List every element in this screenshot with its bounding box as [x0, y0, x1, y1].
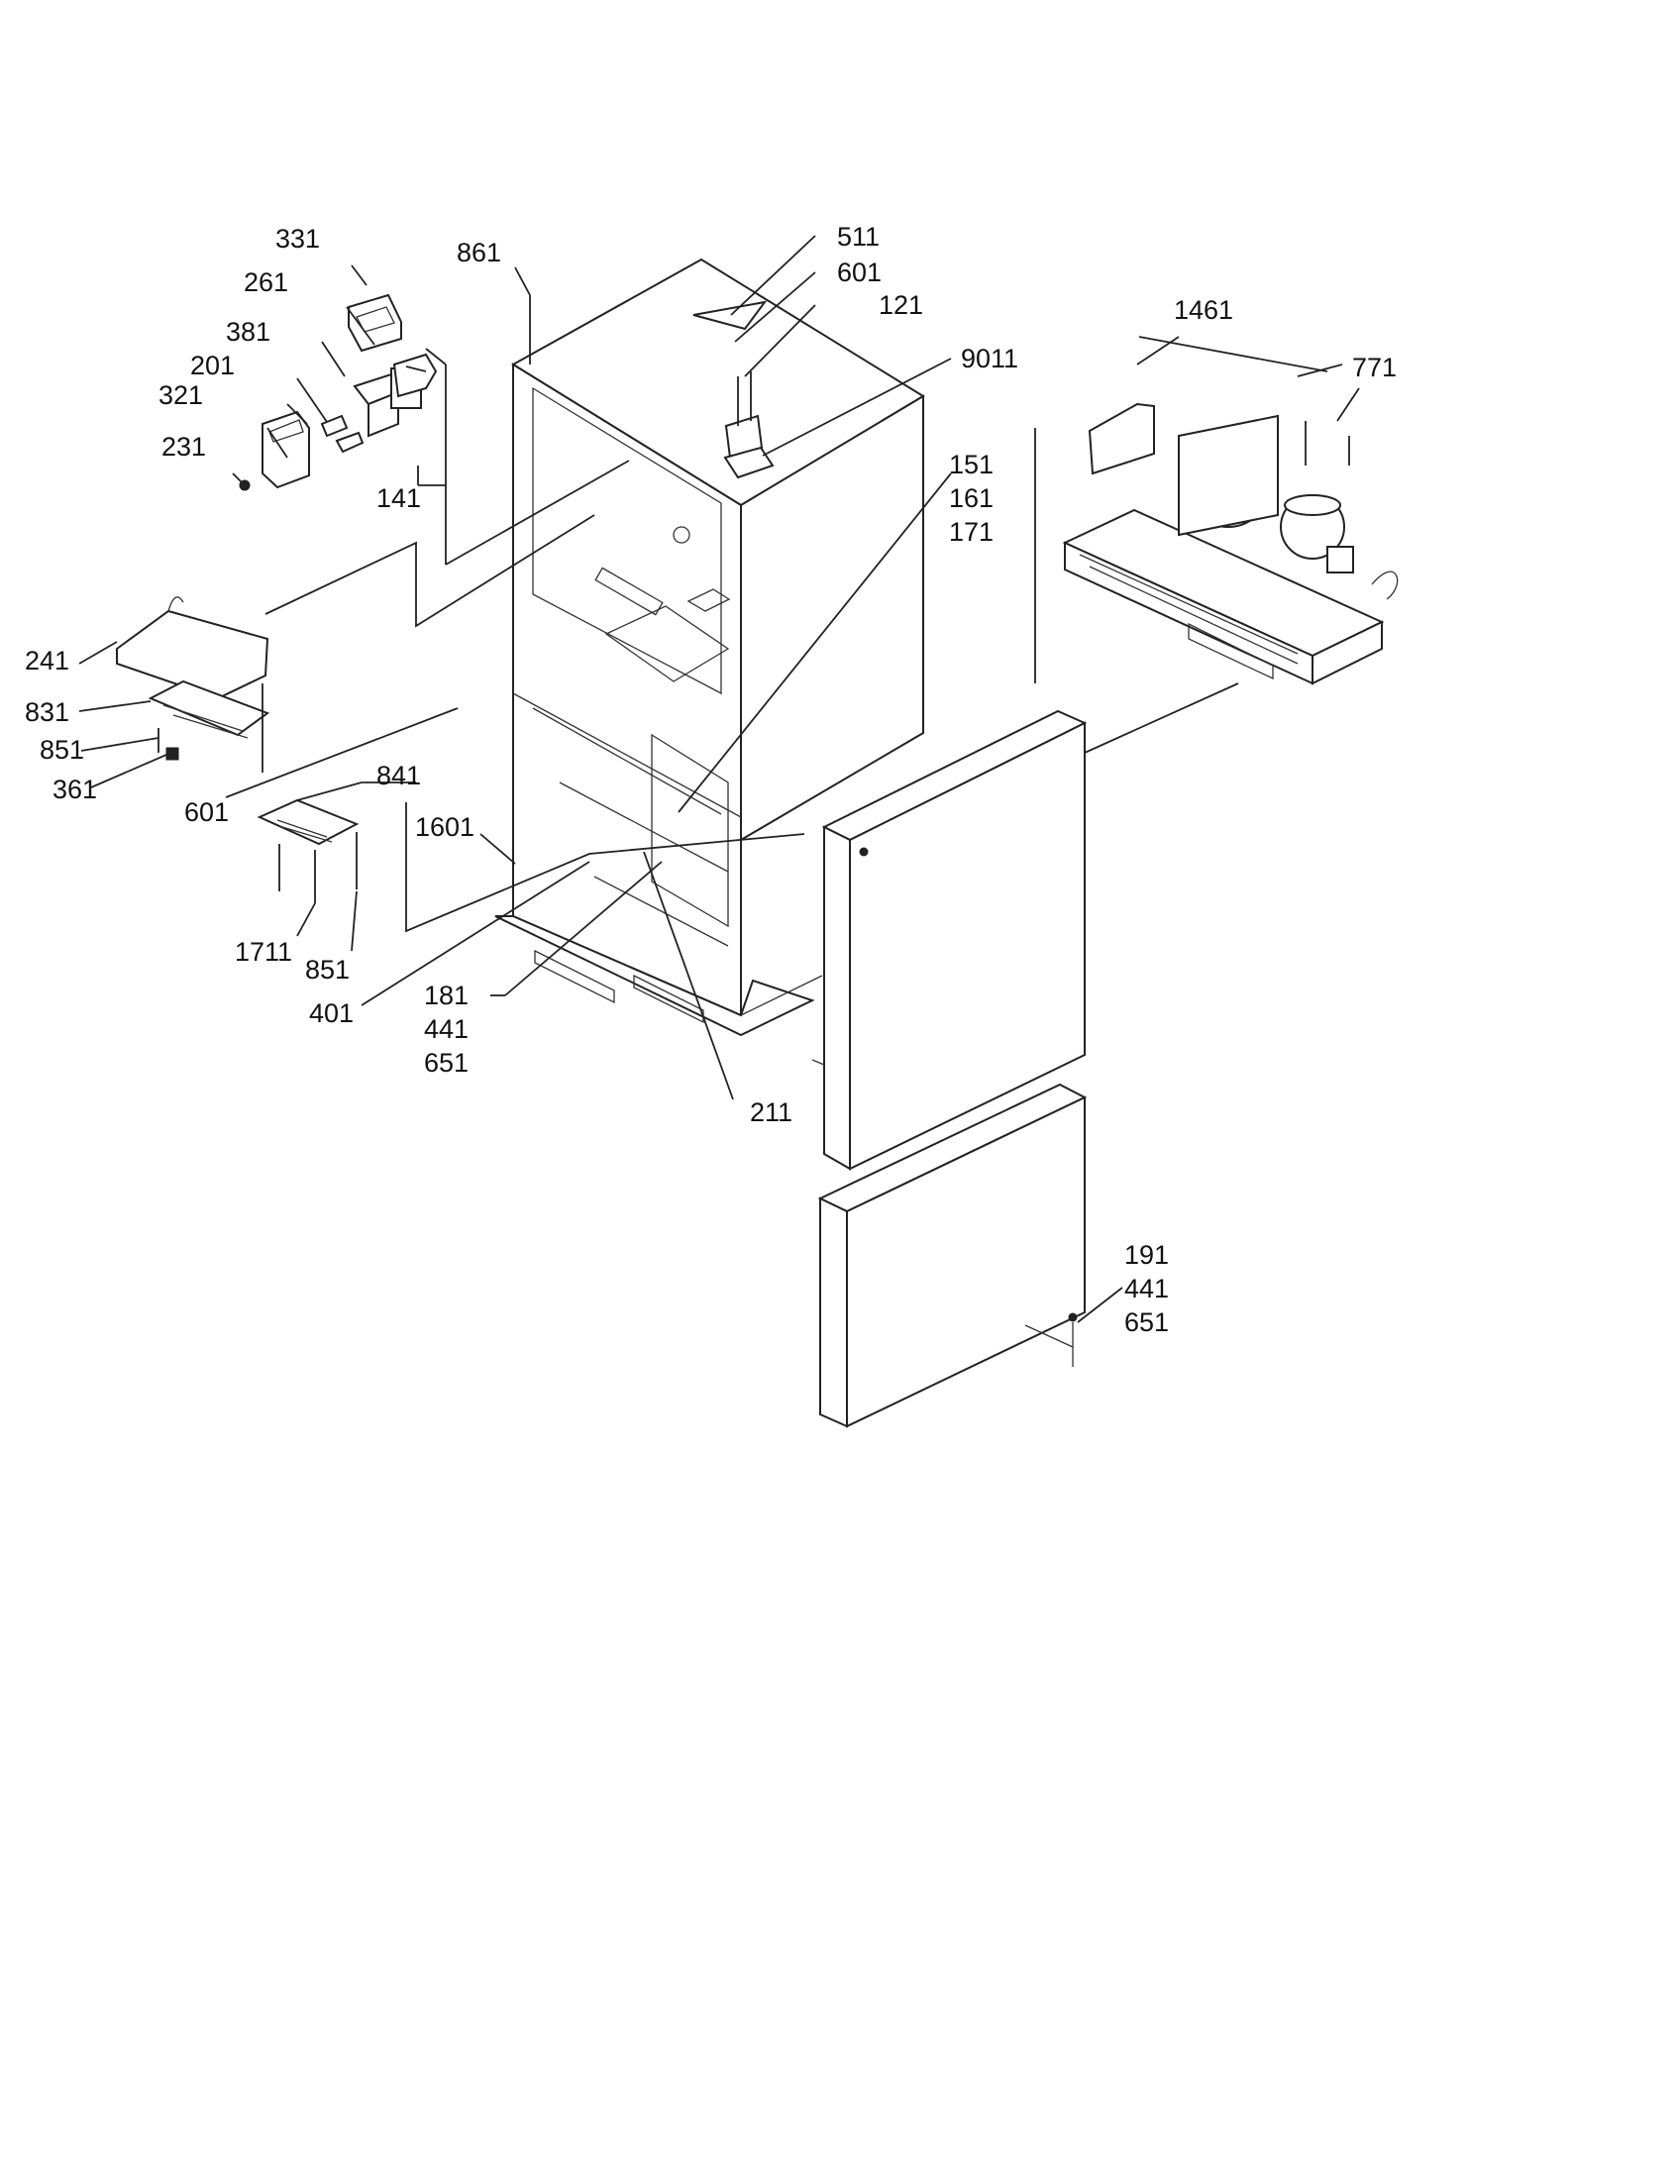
callout-831: 831	[25, 697, 70, 727]
callout-1461: 1461	[1174, 295, 1234, 325]
callout-601-top: 601	[837, 258, 883, 287]
callout-161: 161	[949, 483, 995, 513]
callout-851-left: 851	[40, 735, 85, 765]
callout-601-left: 601	[184, 797, 230, 827]
callout-401: 401	[309, 998, 355, 1028]
callout-241: 241	[25, 646, 70, 676]
callout-201: 201	[190, 351, 236, 380]
callout-331: 331	[275, 224, 321, 254]
callout-651-door: 651	[1124, 1307, 1170, 1337]
callout-321: 321	[158, 380, 204, 410]
callout-861: 861	[457, 238, 502, 267]
callout-9011: 9011	[961, 344, 1019, 373]
callout-211: 211	[750, 1097, 793, 1127]
leader-lines	[78, 235, 1360, 1323]
control-module	[239, 293, 438, 491]
callout-851-bottom: 851	[305, 955, 351, 985]
callout-441: 441	[424, 1014, 470, 1044]
callout-181: 181	[424, 981, 470, 1010]
callout-151-161-171: 151 161 171	[949, 448, 994, 549]
callout-151: 151	[949, 450, 995, 479]
upper-door	[811, 709, 1088, 1171]
left-bracket-assembly	[116, 596, 270, 773]
callout-441-door: 441	[1124, 1274, 1170, 1303]
lower-door	[817, 1083, 1088, 1428]
callout-261: 261	[244, 267, 289, 297]
callout-141: 141	[376, 483, 422, 513]
cabinet	[494, 258, 925, 1037]
top-hinge	[692, 300, 775, 479]
callout-1711: 1711	[235, 937, 293, 967]
callout-121: 121	[879, 290, 924, 320]
callout-651: 651	[424, 1048, 470, 1078]
callout-1601: 1601	[415, 812, 475, 842]
callout-191-441-651: 191 441 651	[1124, 1238, 1169, 1339]
callout-181-441-651: 181 441 651	[424, 979, 469, 1080]
callout-841: 841	[376, 761, 422, 790]
callout-361: 361	[52, 775, 98, 804]
callout-171: 171	[949, 517, 995, 547]
callout-191: 191	[1124, 1240, 1170, 1270]
machine-compartment	[1062, 336, 1399, 685]
callout-381: 381	[226, 317, 271, 347]
callout-771: 771	[1352, 353, 1398, 382]
lower-bracket-assembly	[257, 798, 360, 903]
callout-511: 511	[837, 222, 881, 252]
callout-231: 231	[161, 432, 207, 462]
